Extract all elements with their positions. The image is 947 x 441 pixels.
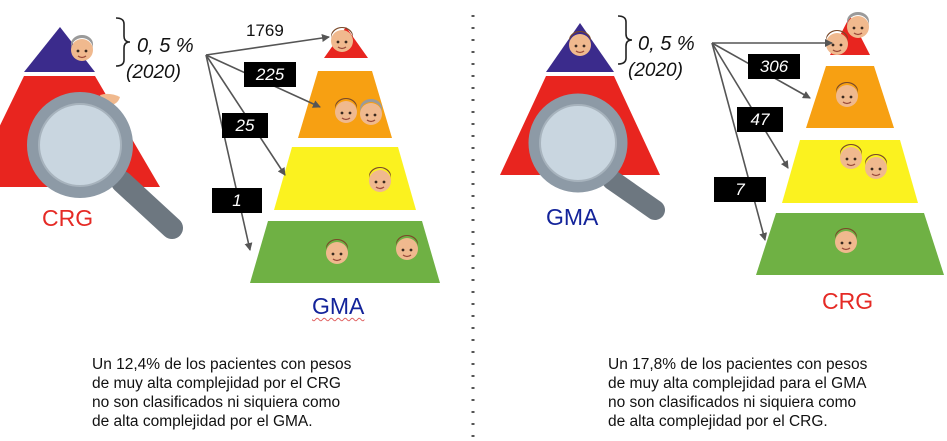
left-small-pyramid-label: CRG [42,205,94,231]
large-pyramid-right [756,11,944,275]
brace-icon-right [617,15,633,65]
left-badge-1: 225 [244,62,296,87]
caption-line: de muy alta complejidad para el GMA [608,375,867,392]
left-badge-2: 25 [222,113,268,138]
caption-line: Un 12,4% de los pacientes con pesos [92,356,352,373]
caption-line: no son clasificados ni siquiera como [608,394,857,411]
right-percent-label: 0, 5 % [638,33,695,55]
brace-icon-left [115,17,131,67]
right-badge-3: 7 [714,177,766,202]
left-large-pyramid-label: GMA [312,293,365,319]
caption-line: no son clasificados ni siquiera como [92,394,341,411]
magnifier-icon-left [27,92,183,239]
caption-line: de alta complejidad por el CRG. [608,413,828,430]
right-badge-1: 306 [748,54,800,79]
right-small-pyramid-label: GMA [546,204,599,230]
right-caption: Un 17,8% de los pacientes con pesos de m… [608,355,867,431]
tier-yellow [782,140,918,203]
tier-yellow [274,147,416,210]
caption-line: de muy alta complejidad por el CRG [92,375,341,392]
magnifier-icon-right [528,93,665,220]
elder-face-icon [70,34,94,62]
right-year-label: (2020) [628,60,683,81]
caption-line: Un 17,8% de los pacientes con pesos [608,356,868,373]
right-large-pyramid-label: CRG [822,288,874,314]
left-top-count: 1769 [246,21,284,40]
right-badge-2: 47 [737,107,783,132]
large-pyramid-left [250,26,440,283]
left-percent-label: 0, 5 % [137,35,194,57]
caption-line: de alta complejidad por el GMA. [92,413,313,430]
left-year-label: (2020) [126,62,181,83]
small-pyramid-top-tier [24,27,95,72]
left-badge-3: 1 [212,188,262,213]
left-caption: Un 12,4% de los pacientes con pesos de m… [92,355,351,431]
